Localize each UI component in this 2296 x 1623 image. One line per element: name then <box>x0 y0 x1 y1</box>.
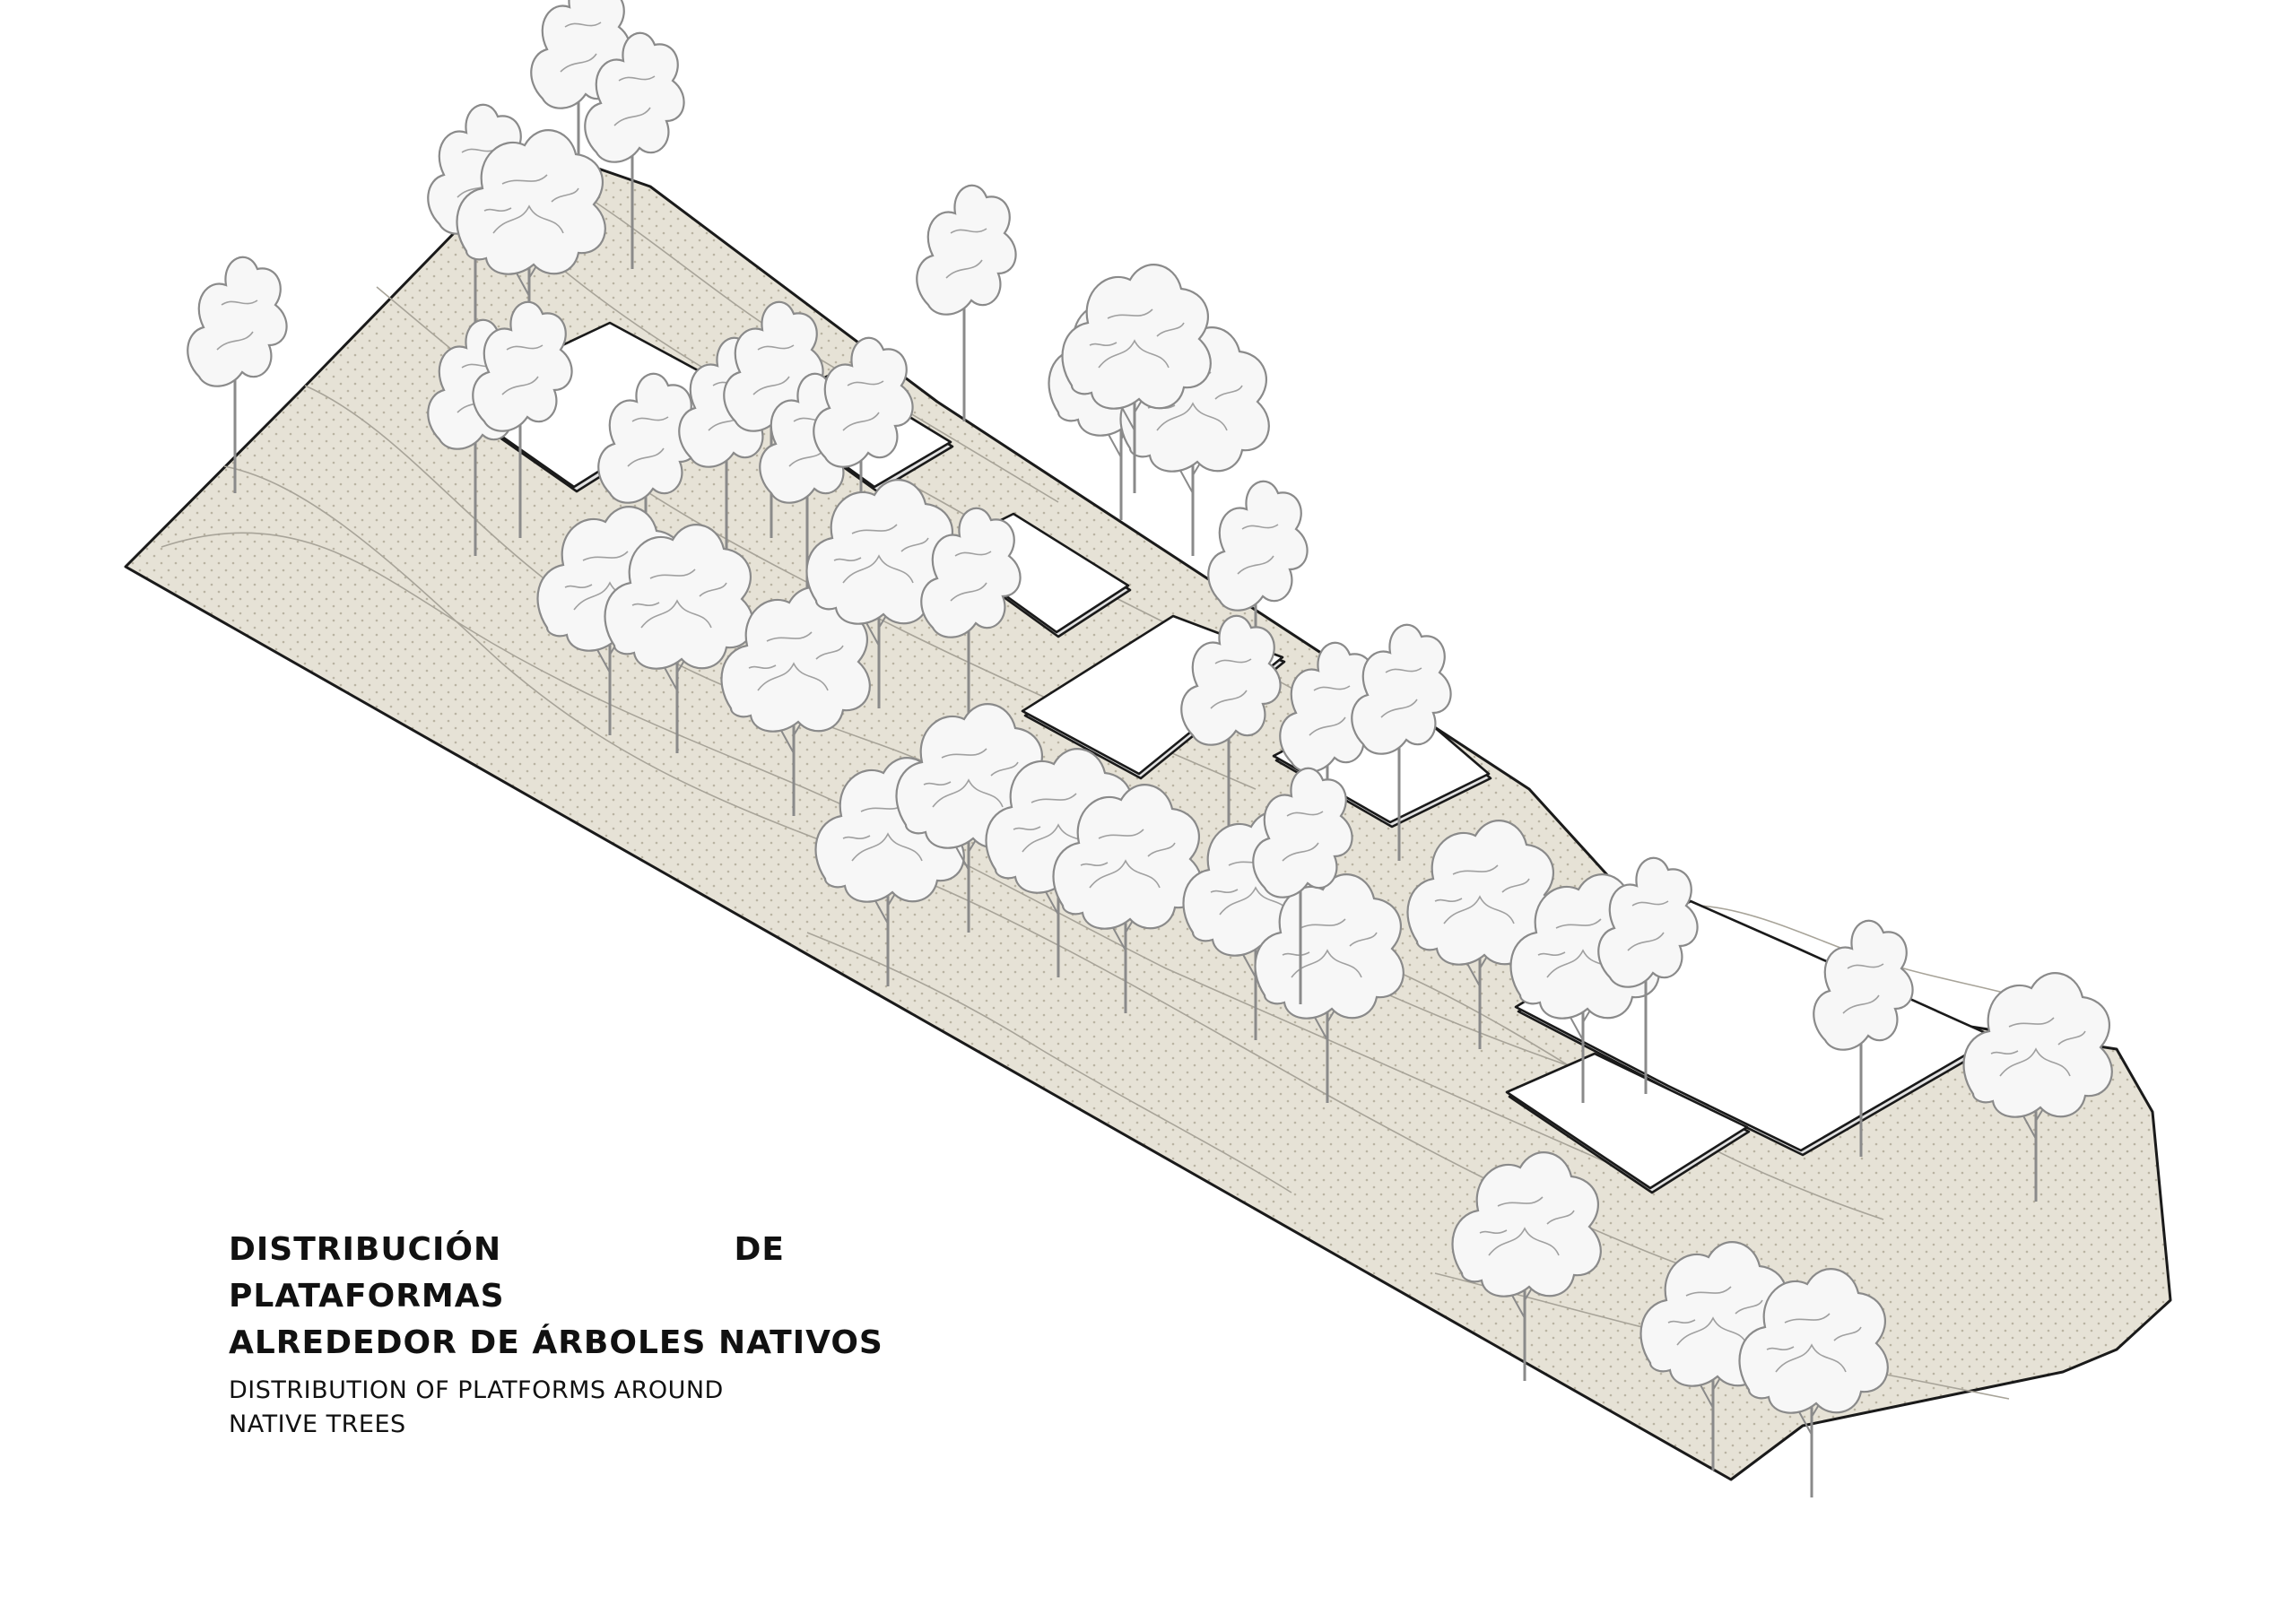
caption-subtitle: DISTRIBUTION OF PLATFORMS AROUND NATIVE … <box>229 1376 724 1438</box>
platform-icon <box>1505 1052 1751 1194</box>
caption-block: DISTRIBUCIÓN DE PLATAFORMAS ALREDEDOR DE… <box>229 1227 910 1442</box>
caption-title-line-2: ALREDEDOR DE ÁRBOLES NATIVOS <box>229 1324 883 1361</box>
native-tree-icon <box>915 184 1018 423</box>
caption-title-line-1: DISTRIBUCIÓN DE PLATAFORMAS <box>229 1231 785 1315</box>
